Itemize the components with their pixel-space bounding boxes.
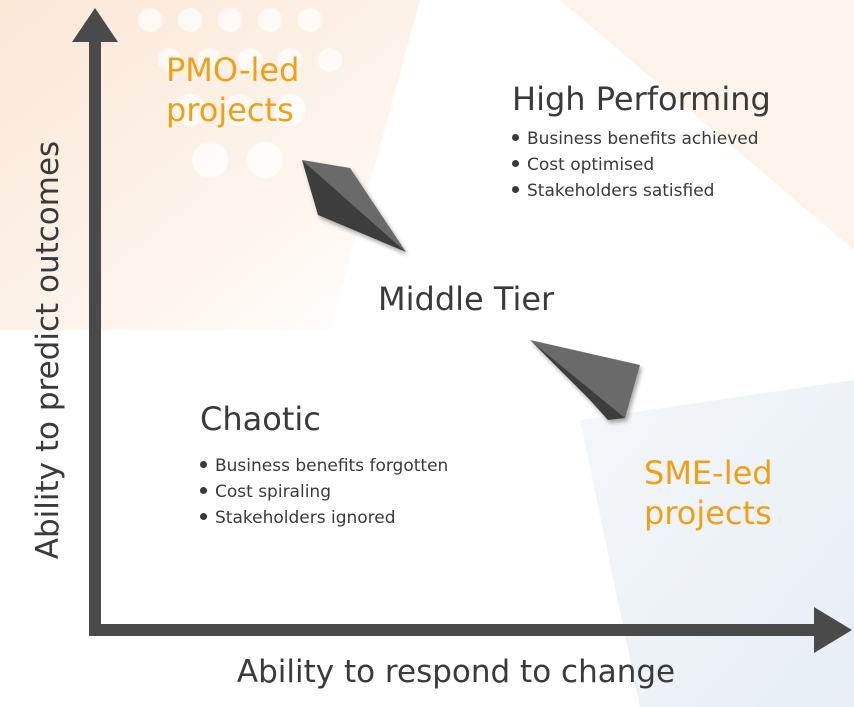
sme-led-line1: SME-led — [644, 454, 773, 492]
list-item: Business benefits forgotten — [200, 453, 448, 479]
bullet-dot — [200, 460, 207, 468]
bullet-text: Cost spiraling — [215, 482, 331, 502]
high-performing-title: High Performing — [512, 80, 771, 118]
pmo-led-label: PMO-led projects — [166, 50, 299, 130]
pmo-led-line2: projects — [166, 91, 294, 129]
y-axis-label: Ability to predict outcomes — [30, 140, 66, 560]
bullet-text: Stakeholders satisfied — [527, 181, 715, 201]
bullet-dot — [200, 486, 207, 494]
bullet-text: Business benefits achieved — [527, 129, 759, 149]
bullet-text: Cost optimised — [527, 155, 655, 175]
bullet-text: Business benefits forgotten — [215, 456, 449, 476]
bullet-dot — [512, 185, 519, 193]
high-performing-bullets: Business benefits achieved Cost optimise… — [512, 126, 759, 204]
list-item: Cost optimised — [512, 152, 759, 178]
list-item: Stakeholders satisfied — [512, 178, 759, 204]
list-item: Stakeholders ignored — [200, 505, 448, 531]
list-item: Cost spiraling — [200, 479, 448, 505]
bullet-dot — [512, 133, 519, 141]
pmo-led-line1: PMO-led — [166, 51, 300, 89]
bullet-dot — [200, 512, 207, 520]
x-axis-label: Ability to respond to change — [236, 654, 676, 690]
middle-tier-title: Middle Tier — [378, 280, 555, 318]
sme-led-label: SME-led projects — [644, 453, 773, 533]
bullet-dot — [512, 159, 519, 167]
arrow-to-pmo — [302, 160, 406, 252]
sme-led-line2: projects — [644, 494, 772, 532]
chaotic-bullets: Business benefits forgotten Cost spirali… — [200, 453, 448, 531]
x-axis-arrowhead — [814, 607, 852, 653]
y-axis-arrowhead — [72, 8, 118, 42]
arrow-to-sme — [530, 340, 640, 420]
chaotic-title: Chaotic — [200, 400, 321, 438]
list-item: Business benefits achieved — [512, 126, 759, 152]
bullet-text: Stakeholders ignored — [215, 508, 396, 528]
